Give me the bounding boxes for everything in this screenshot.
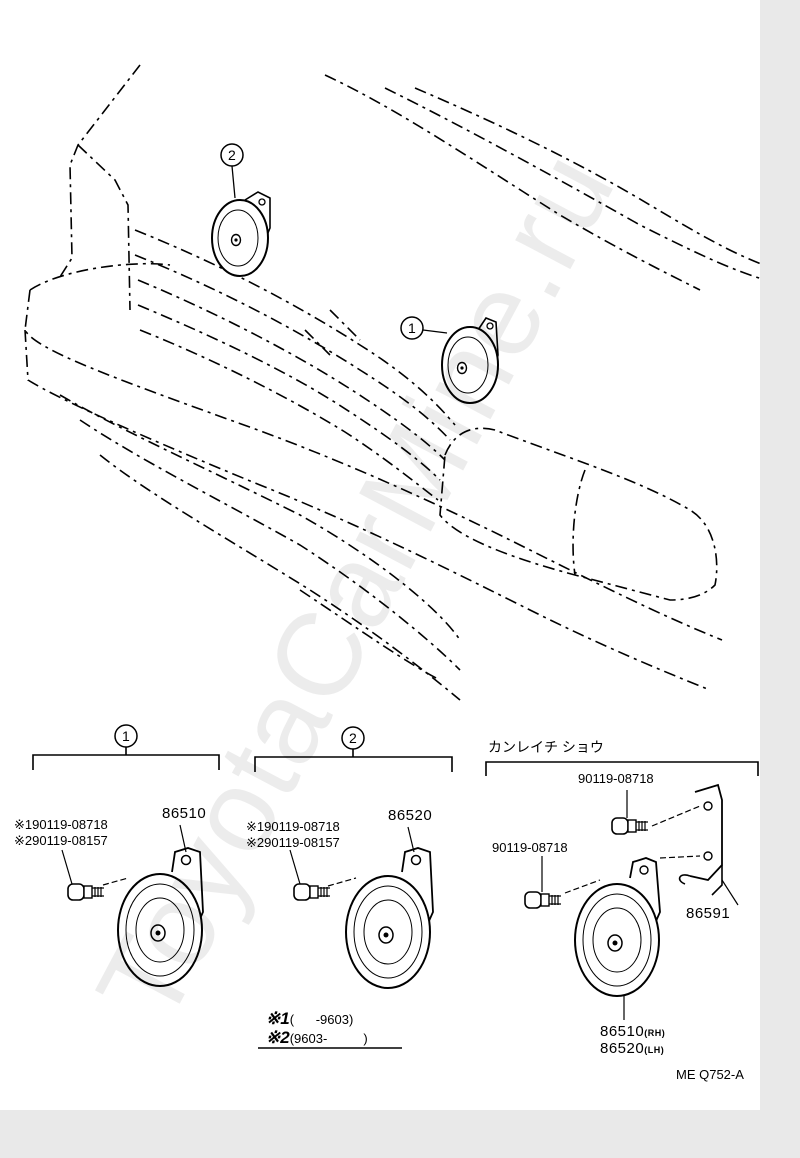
footnote-text-1: ( -9603) [289, 1012, 354, 1027]
horn-upper-2 [211, 191, 271, 277]
callout-upper-1 [400, 316, 448, 340]
footnote-line2: ※2(9603- ) [266, 1029, 368, 1046]
group1-bolt2-part: ※290119-08157 [14, 833, 108, 848]
diagram-code: ME Q752-A [676, 1067, 744, 1082]
group1-bolt1-part: ※190119-08718 [14, 817, 108, 832]
footnote-mark-2: ※2 [266, 1028, 290, 1047]
horn-parts-diagram [24, 64, 760, 1049]
bolt-group1 [67, 883, 105, 901]
leader-lines-group3 [541, 790, 628, 892]
leader-lines-bolts [61, 849, 301, 885]
group-brackets [32, 746, 759, 776]
callout-number-2: 2 [228, 147, 236, 163]
group2-horn-part: 86520 [388, 807, 433, 824]
horn-rh-number: 86510 [600, 1023, 645, 1040]
grille-slats [134, 229, 456, 501]
footnote-line1: ※1( -9603) [266, 1010, 353, 1027]
bolt-lower-group3 [524, 891, 562, 909]
bracket-86591 [678, 783, 739, 906]
footnote-mark-1: ※1 [266, 1009, 290, 1028]
group2-bolt1-part: ※190119-08718 [246, 819, 340, 834]
lh-suffix: (LH) [644, 1045, 665, 1055]
group3-horn-lh-part: 86520(LH) [600, 1041, 664, 1056]
footnote-text-2: (9603- ) [289, 1031, 368, 1046]
horn-cold-region [564, 805, 701, 1020]
car-front-outline [24, 64, 760, 701]
horn-upper-1 [441, 317, 499, 404]
callout-number-1: 1 [408, 320, 416, 336]
group1-badge-number: 1 [122, 728, 130, 744]
bolt-upper-group3 [611, 817, 649, 835]
group1-horn-part: 86510 [162, 805, 207, 822]
group-badges [114, 724, 365, 750]
group3-horn-rh-part: 86510(RH) [600, 1024, 665, 1039]
group3-bracket-part: 86591 [686, 905, 731, 922]
horn-lh-number: 86520 [600, 1040, 645, 1057]
group2-badge-number: 2 [349, 730, 357, 746]
group3-bolt-lower-part: 90119-08718 [492, 840, 568, 855]
group3-heading: カンレイチ ショウ [488, 739, 604, 755]
bolt-group2 [293, 883, 331, 901]
horn-86510 [102, 824, 204, 987]
group3-bolt-upper-part: 90119-08718 [578, 771, 654, 786]
horn-86520 [327, 826, 434, 989]
callout-upper-2 [220, 143, 244, 199]
headlamp-outline [439, 427, 718, 601]
rh-suffix: (RH) [644, 1028, 666, 1038]
group2-bolt2-part: ※290119-08157 [246, 835, 340, 850]
